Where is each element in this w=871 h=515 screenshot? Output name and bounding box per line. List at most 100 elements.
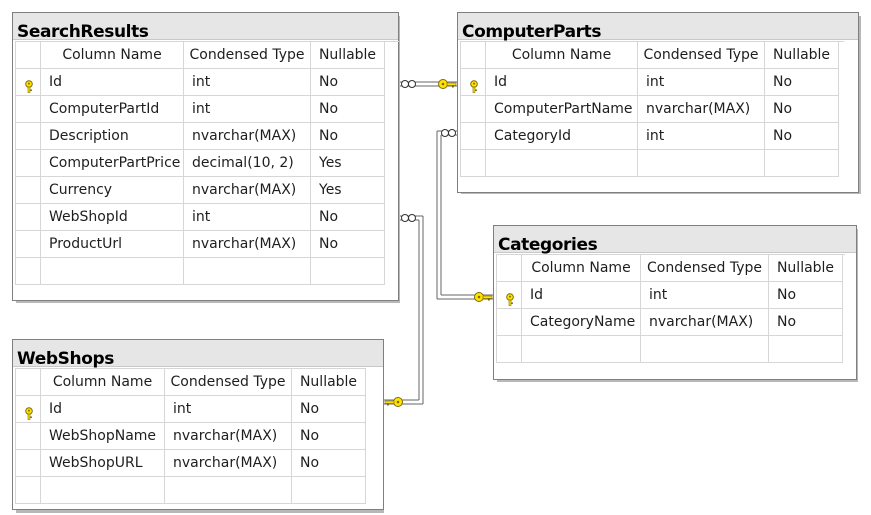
column-type-cell[interactable]: nvarchar(MAX) xyxy=(165,423,292,450)
column-header-nullable[interactable]: Nullable xyxy=(292,369,366,396)
row-selector[interactable] xyxy=(461,123,486,150)
column-name-cell[interactable]: ComputerPartId xyxy=(41,96,184,123)
column-name-cell[interactable]: Currency xyxy=(41,177,184,204)
column-name-cell[interactable]: Id xyxy=(41,69,184,96)
column-nullable-cell[interactable]: No xyxy=(292,423,366,450)
column-nullable-cell[interactable]: No xyxy=(765,69,839,96)
column-nullable-cell[interactable] xyxy=(765,150,839,177)
row-selector[interactable] xyxy=(16,258,41,285)
column-header-name[interactable]: Column Name xyxy=(522,255,641,282)
row-selector[interactable] xyxy=(497,282,522,309)
column-name-cell[interactable]: Id xyxy=(522,282,641,309)
column-nullable-cell[interactable]: No xyxy=(311,96,385,123)
column-header-nullable[interactable]: Nullable xyxy=(769,255,843,282)
column-name-cell[interactable]: WebShopName xyxy=(41,423,165,450)
relationship-searchresults-computerparts[interactable] xyxy=(399,79,458,89)
column-header-type[interactable]: Condensed Type xyxy=(184,42,311,69)
column-name-cell[interactable]: CategoryId xyxy=(486,123,638,150)
row-selector[interactable] xyxy=(16,204,41,231)
column-nullable-cell[interactable]: No xyxy=(765,123,839,150)
column-nullable-cell[interactable] xyxy=(292,477,366,504)
column-nullable-cell[interactable]: Yes xyxy=(311,177,385,204)
column-name-cell[interactable]: WebShopURL xyxy=(41,450,165,477)
row-selector[interactable] xyxy=(16,177,41,204)
column-nullable-cell[interactable]: No xyxy=(311,123,385,150)
column-name-cell[interactable]: Description xyxy=(41,123,184,150)
column-nullable-cell[interactable]: No xyxy=(311,231,385,258)
table-title-bar[interactable]: Categories xyxy=(494,226,856,255)
table-searchresults[interactable]: SearchResults Column Name Condensed Type… xyxy=(12,12,399,301)
column-type-cell[interactable]: nvarchar(MAX) xyxy=(184,231,311,258)
column-type-cell[interactable] xyxy=(165,477,292,504)
row-selector[interactable] xyxy=(497,309,522,336)
column-header-nullable[interactable]: Nullable xyxy=(765,42,839,69)
table-categories[interactable]: Categories Column Name Condensed Type Nu… xyxy=(493,225,857,380)
column-type-cell[interactable]: nvarchar(MAX) xyxy=(184,177,311,204)
column-type-cell[interactable]: int xyxy=(638,69,765,96)
row-selector[interactable] xyxy=(461,96,486,123)
column-type-cell[interactable]: int xyxy=(184,69,311,96)
column-type-cell[interactable]: int xyxy=(641,282,769,309)
column-nullable-cell[interactable]: Yes xyxy=(311,150,385,177)
column-name-cell[interactable]: ComputerPartName xyxy=(486,96,638,123)
column-name-cell[interactable]: Id xyxy=(486,69,638,96)
column-name-cell[interactable]: Id xyxy=(41,396,165,423)
column-type-cell[interactable]: int xyxy=(638,123,765,150)
column-type-cell[interactable]: nvarchar(MAX) xyxy=(165,450,292,477)
column-type-cell[interactable]: nvarchar(MAX) xyxy=(641,309,769,336)
column-name-cell[interactable]: ComputerPartPrice xyxy=(41,150,184,177)
table-title-bar[interactable]: SearchResults xyxy=(13,13,398,42)
column-type-cell[interactable]: int xyxy=(165,396,292,423)
column-header-type[interactable]: Condensed Type xyxy=(638,42,765,69)
column-type-cell[interactable]: int xyxy=(184,96,311,123)
column-nullable-cell[interactable]: No xyxy=(292,396,366,423)
column-nullable-cell[interactable]: No xyxy=(769,309,843,336)
column-type-cell[interactable]: nvarchar(MAX) xyxy=(184,123,311,150)
column-type-cell[interactable]: decimal(10, 2) xyxy=(184,150,311,177)
column-name-cell[interactable]: WebShopId xyxy=(41,204,184,231)
column-nullable-cell[interactable]: No xyxy=(765,96,839,123)
column-nullable-cell[interactable]: No xyxy=(311,69,385,96)
column-type-cell[interactable] xyxy=(184,258,311,285)
row-selector[interactable] xyxy=(16,69,41,96)
column-name-cell[interactable] xyxy=(522,336,641,363)
row-selector[interactable] xyxy=(16,450,41,477)
column-nullable-cell[interactable]: No xyxy=(311,204,385,231)
column-type-cell[interactable] xyxy=(638,150,765,177)
row-selector[interactable] xyxy=(16,231,41,258)
row-selector[interactable] xyxy=(461,150,486,177)
column-header-nullable[interactable]: Nullable xyxy=(311,42,385,69)
column-nullable-cell[interactable] xyxy=(769,336,843,363)
column-name-cell[interactable]: CategoryName xyxy=(522,309,641,336)
column-type-cell[interactable]: nvarchar(MAX) xyxy=(638,96,765,123)
column-header-name[interactable]: Column Name xyxy=(41,42,184,69)
column-header-type[interactable]: Condensed Type xyxy=(165,369,292,396)
row-selector[interactable] xyxy=(16,150,41,177)
column-nullable-cell[interactable] xyxy=(311,258,385,285)
column-type-cell[interactable]: int xyxy=(184,204,311,231)
row-selector[interactable] xyxy=(497,336,522,363)
row-selector[interactable] xyxy=(461,69,486,96)
table-webshops[interactable]: WebShops Column Name Condensed Type Null… xyxy=(12,339,384,510)
column-header-type[interactable]: Condensed Type xyxy=(641,255,769,282)
row-selector[interactable] xyxy=(16,123,41,150)
row-selector[interactable] xyxy=(16,96,41,123)
table-title-bar[interactable]: WebShops xyxy=(13,340,383,369)
column-header-name[interactable]: Column Name xyxy=(486,42,638,69)
relationship-searchresults-webshops[interactable] xyxy=(384,214,424,407)
row-selector[interactable] xyxy=(16,423,41,450)
relationship-computerparts-categories[interactable] xyxy=(436,129,494,302)
column-name-cell[interactable] xyxy=(41,477,165,504)
column-name-cell[interactable] xyxy=(41,258,184,285)
column-header-name[interactable]: Column Name xyxy=(41,369,165,396)
column-nullable-cell[interactable]: No xyxy=(769,282,843,309)
table-computerparts[interactable]: ComputerParts Column Name Condensed Type… xyxy=(457,12,859,193)
row-selector[interactable] xyxy=(16,396,41,423)
column-nullable-cell[interactable]: No xyxy=(292,450,366,477)
column-name-cell[interactable]: ProductUrl xyxy=(41,231,184,258)
row-selector[interactable] xyxy=(16,477,41,504)
column-type-cell[interactable] xyxy=(641,336,769,363)
table-title-bar[interactable]: ComputerParts xyxy=(458,13,858,42)
column-name-cell[interactable] xyxy=(486,150,638,177)
